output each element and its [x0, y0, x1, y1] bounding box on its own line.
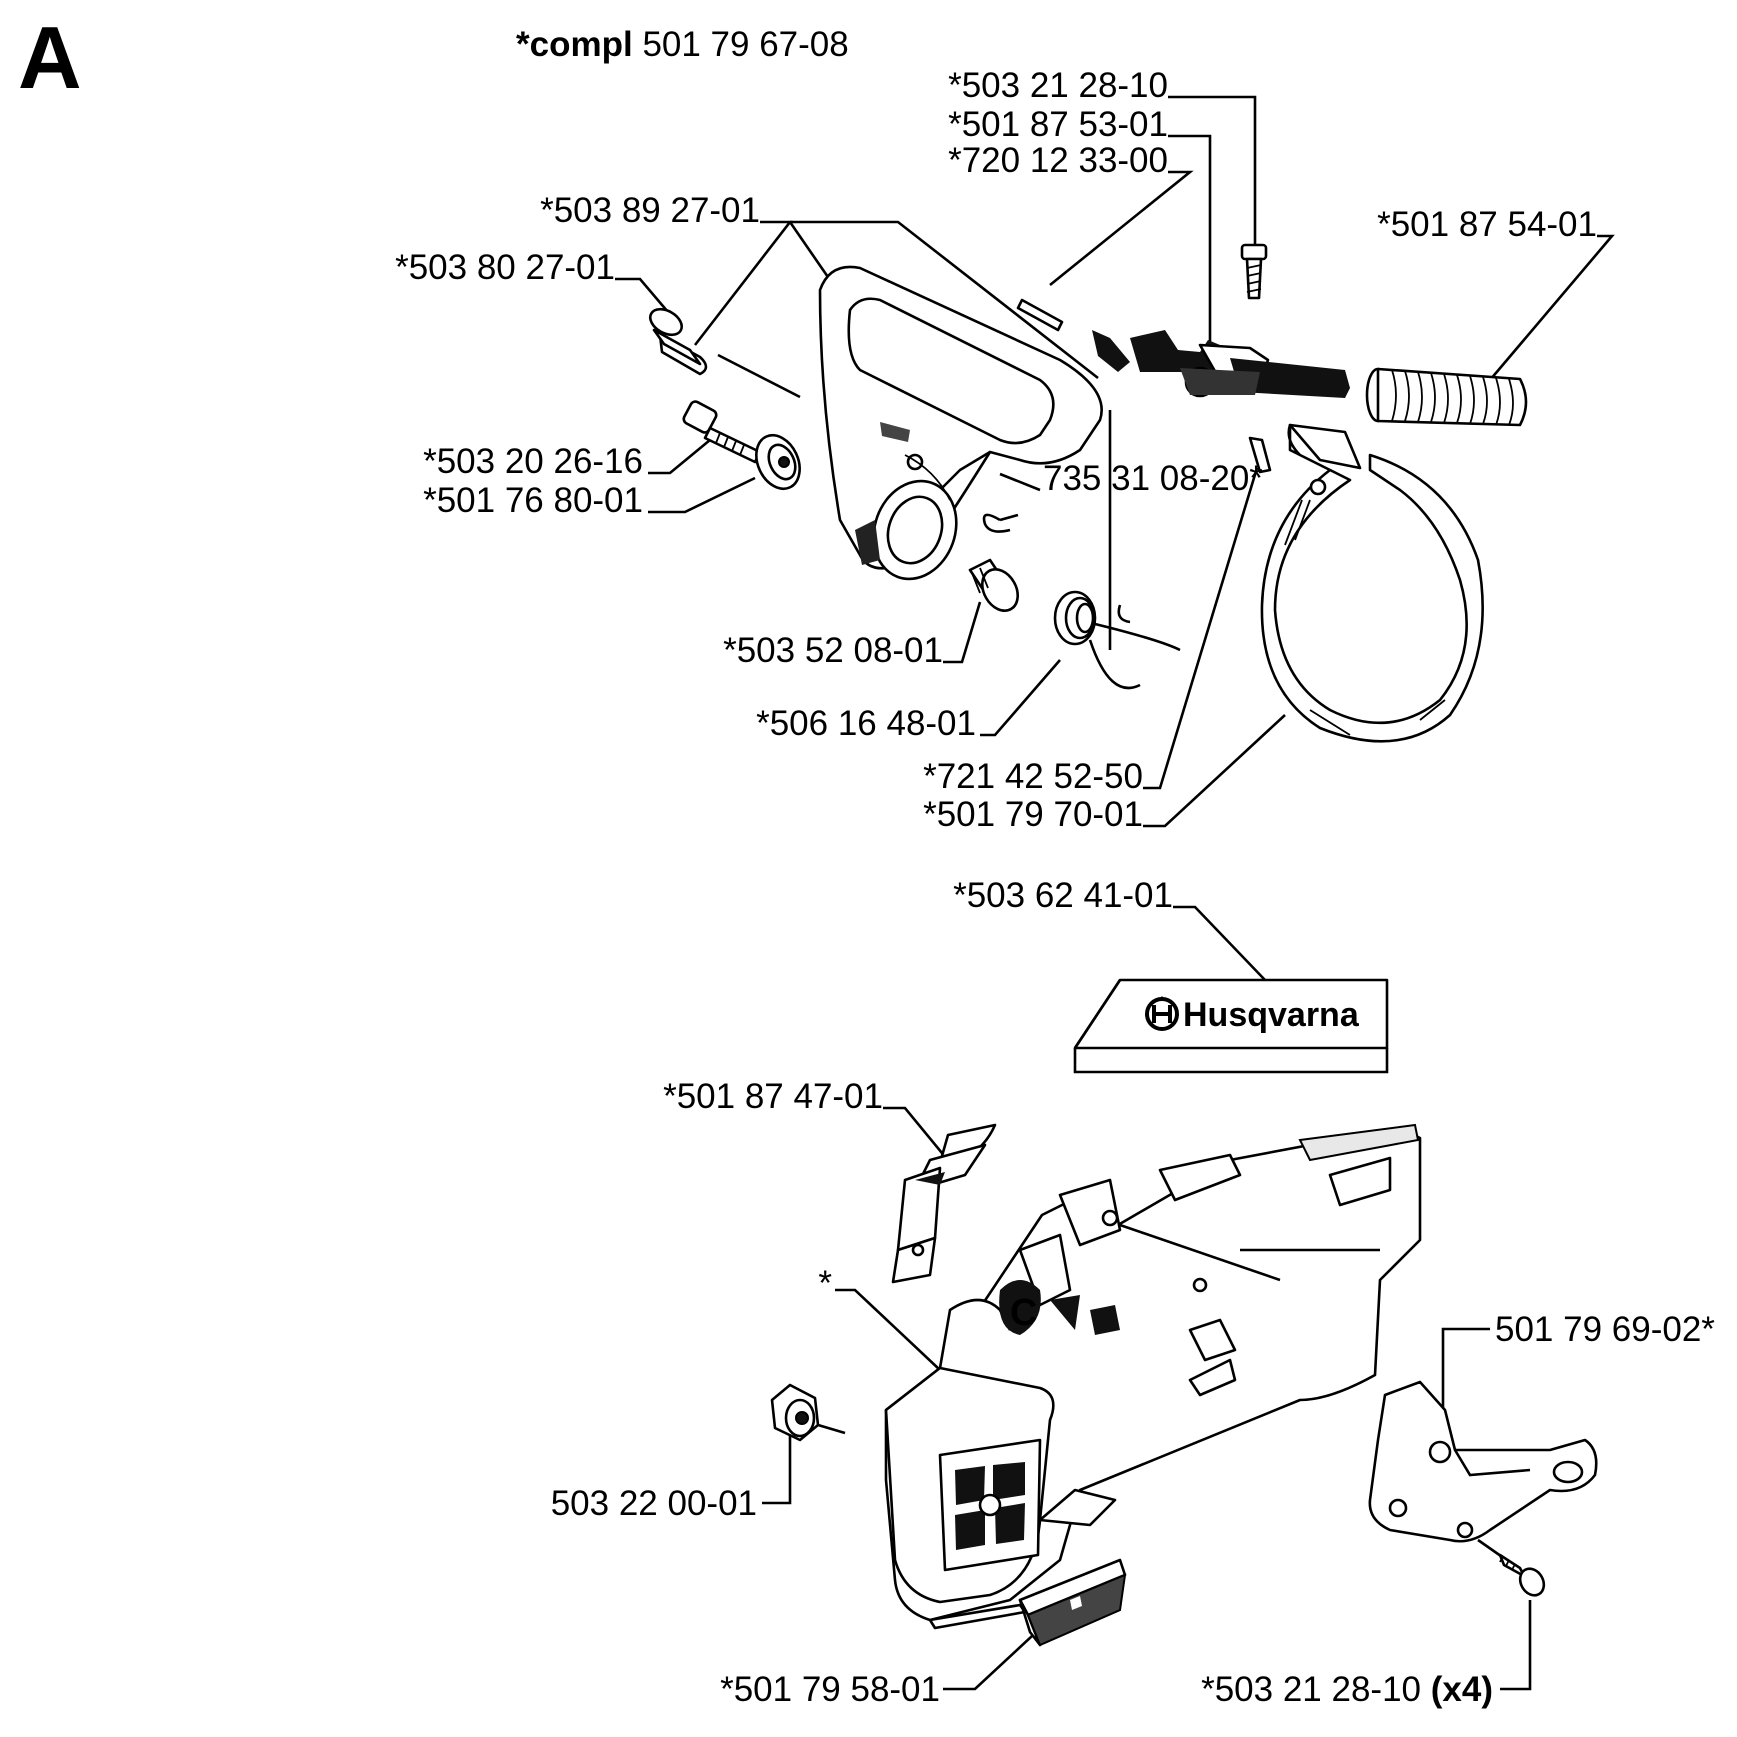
label-735-31-08-20: 735 31 08-20* [1043, 459, 1263, 498]
label-503-20-26-16: *503 20 26-16 [423, 442, 643, 481]
part-flange-nut [968, 558, 1019, 612]
label-503-52-08-01: *503 52 08-01 [723, 631, 943, 670]
part-hand-guard [818, 265, 1103, 581]
part-pin [1016, 298, 1064, 332]
husqvarna-logo-icon [1145, 996, 1179, 1031]
label-503-21-28-10-x4: *503 21 28-10 (x4) [1201, 1670, 1493, 1709]
section-letter: A [18, 8, 82, 107]
part-decal: Husqvarna [1073, 905, 1389, 1074]
label-501-79-58-01: *501 79 58-01 [720, 1670, 940, 1709]
part-torsion-spring [1053, 590, 1181, 690]
part-screw-x4 [1498, 1553, 1546, 1597]
part-chain-guide [891, 1123, 997, 1284]
part-clutch-cover: C [884, 1123, 1422, 1630]
label-506-16-48-01: *506 16 48-01 [756, 704, 976, 743]
part-side-plate [1368, 1380, 1598, 1543]
assembly-number: *compl 501 79 67-08 [516, 25, 849, 64]
label-720-12-33-00: *720 12 33-00 [948, 141, 1168, 180]
label-501-87-47-01: *501 87 47-01 [663, 1077, 883, 1116]
decal-brand-text: Husqvarna [1183, 996, 1360, 1034]
label-503-21-28-10: *503 21 28-10 [948, 66, 1168, 105]
label-x4-quantity: (x4) [1431, 1670, 1493, 1709]
part-bumper [1018, 1558, 1127, 1647]
label-501-79-69-02: 501 79 69-02* [1495, 1310, 1715, 1349]
label-501-76-80-01: *501 76 80-01 [423, 481, 643, 520]
part-screw [682, 400, 762, 464]
part-brake-band [1260, 423, 1484, 743]
leader-lines-upper [615, 95, 1615, 828]
label-501-87-54-01: *501 87 54-01 [1377, 205, 1597, 244]
label-721-42-52-50: *721 42 52-50 [923, 757, 1143, 796]
label-asterisk: * [818, 1264, 832, 1303]
part-coil-spring [1365, 367, 1528, 427]
label-501-79-70-01: *501 79 70-01 [923, 795, 1143, 834]
label-501-87-53-01: *501 87 53-01 [948, 105, 1168, 144]
part-bar-nut [770, 1383, 820, 1442]
compl-prefix: *compl [516, 25, 633, 64]
tensioner-c-mark: C [1010, 1292, 1037, 1334]
leader-lines-lower [762, 1106, 1532, 1691]
label-503-62-41-01: *503 62 41-01 [953, 876, 1173, 915]
part-rivet [1248, 436, 1272, 474]
label-503-22-00-01: 503 22 00-01 [551, 1484, 757, 1523]
label-503-89-27-01: *503 89 27-01 [540, 191, 760, 230]
compl-number: 501 79 67-08 [642, 25, 848, 64]
label-503-21-28-10-x4-number: *503 21 28-10 [1201, 1670, 1421, 1709]
label-503-80-27-01: *503 80 27-01 [395, 248, 615, 287]
part-clip [982, 513, 1019, 533]
part-sleeve [648, 307, 708, 376]
part-screw-top [1240, 243, 1268, 300]
part-bushing [755, 433, 801, 491]
part-brake-lever [1092, 330, 1350, 398]
